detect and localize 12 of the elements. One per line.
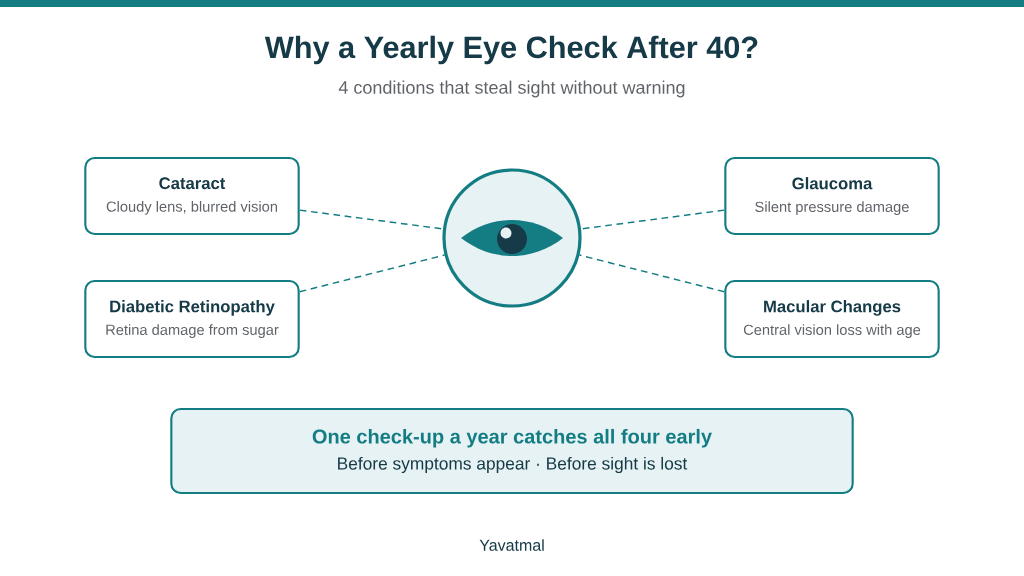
condition-box: Cataract Cloudy lens, blurred vision [84,156,300,236]
condition-box: Glaucoma Silent pressure damage [724,156,940,236]
dashed-connector [299,254,446,293]
dashed-connector [578,254,725,293]
condition-box: Macular Changes Central vision loss with age [724,279,940,359]
dashed-connector [299,209,444,230]
condition-box: Diabetic Retinopathy Retina damage from sugar [84,279,300,359]
footer-text: Yavatmal [479,539,544,551]
summary-box: One check-up a year catches all four early Before symptoms appear · Before sight is lost [170,407,854,495]
dashed-connector [580,209,725,230]
subtitle: 4 conditions that steal sight without warning [338,80,685,98]
title: Why a Yearly Eye Check After 40? [264,35,758,65]
